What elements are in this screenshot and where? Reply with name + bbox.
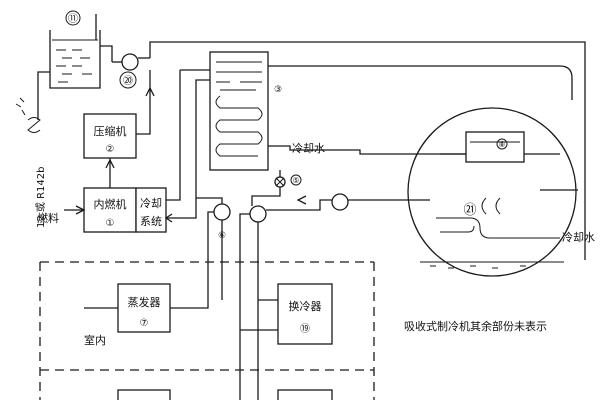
compressor-number: ② [106,144,115,155]
cooling-system-label-1: 冷却 [140,197,162,210]
heat-exchanger-number: ⑲ [300,323,310,335]
compressor-outlet-pipe [136,120,151,135]
left-drain-coil [15,71,50,133]
compressor-label: 压缩机 [94,124,127,138]
indoor-enclosure [39,261,375,400]
valve-number: ⑤ [292,176,299,185]
condenser [209,51,269,171]
evaporator-label: 蒸发器 [128,295,161,309]
fuel-label: 燃料 [37,211,59,225]
expansion-valve [251,170,286,206]
water-tank [49,14,113,89]
cooling-water-pipe [268,145,560,155]
compressor-unit [83,113,137,159]
valve-number-circle [290,174,302,186]
circle-feed-pump [296,193,349,211]
cooling-system-label-2: 系统 [140,215,162,228]
condenser-number: ③ [274,85,282,95]
evaporator-number: ⑦ [140,318,149,329]
evaporator-unit [84,283,171,333]
pump-number: ⑳ [123,75,133,87]
condenser-top-pipe [268,65,573,100]
pump-left-number: ⑥ [218,231,226,241]
cooling-pipe-up [166,70,181,201]
pump-20 [112,53,150,89]
shaft-arrow [105,158,115,169]
absorber-detail-circle [407,107,578,277]
circle-coil-number: ㉑ [463,203,476,218]
top-return-pipe [149,41,586,260]
circle-unit-number-circle [496,138,508,150]
tank-number-circle [65,10,81,26]
indoor-label: 室内 [84,333,106,347]
tank-number: ⑪ [68,13,78,25]
pump-arrow [145,86,155,97]
engine-unit [83,187,167,233]
cooling-water-top-label: 冷却水 [292,142,325,155]
lower-box-right [277,389,333,405]
cooling-arrow [164,213,173,223]
cooling-pipe-return [166,79,210,219]
heat-exchanger-label: 换冷器 [289,299,322,313]
pump-6 [170,197,231,309]
heat-exchanger-unit [240,283,333,345]
fuel-arrow [75,205,86,215]
refrigerant-label: 12 或 R142b [35,167,47,228]
engine-label: 内燃机 [94,197,127,211]
pump-right [239,199,430,400]
circle-unit-number: ⑧ [498,140,505,149]
note-text: 吸收式制冷机其余部份未表示 [404,319,547,333]
lower-box-left [117,389,171,405]
cooling-water-right-label: 冷却水 [562,231,595,244]
engine-number: ① [106,218,115,229]
